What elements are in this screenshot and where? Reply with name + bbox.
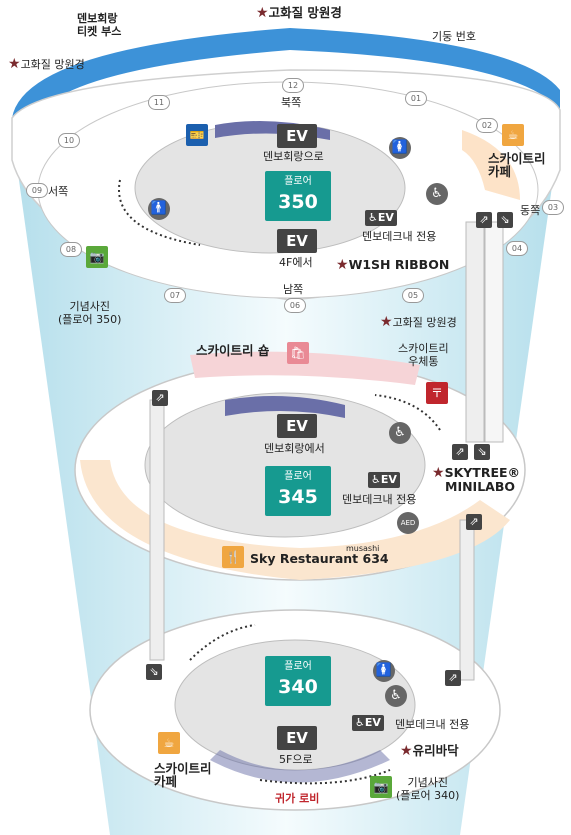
telescope-350-label: ★고화질 망원경: [380, 314, 457, 330]
minilabo-label: ★SKYTREE® MINILABO: [432, 465, 521, 494]
accessible-elevator-icon: ♿EV: [365, 210, 397, 226]
glass-floor-label: ★유리바닥: [400, 743, 459, 759]
telescope-top-label: ★고화질 망원경: [256, 5, 342, 21]
ev-deck-only-label: 덴보데크내 전용: [342, 493, 417, 506]
dir-east: 동쪽: [520, 204, 541, 217]
window-band: [12, 28, 560, 130]
accessible-elevator-icon: ♿EV: [368, 472, 400, 488]
accessible-elevator-icon: ♿EV: [352, 715, 384, 731]
telescope-left-label: ★고화질 망원경: [8, 56, 85, 72]
exit-lobby-label: 귀가 로비: [275, 792, 320, 805]
elevator-icon: EV: [277, 414, 317, 438]
restaurant-sub-label: musashi: [346, 544, 380, 553]
escalator-icon: ⇘: [474, 444, 490, 460]
dir-north: 북쪽: [281, 96, 302, 109]
shop-label: 스카이트리 숍: [196, 343, 270, 358]
pillar-08: 08: [60, 242, 82, 257]
walk-arrow-340b: [259, 769, 391, 785]
pillar-07: 07: [164, 288, 186, 303]
restroom-icon: 🚹: [148, 198, 170, 220]
ev-deck-only-label: 덴보데크내 전용: [362, 230, 437, 243]
ev-to-5f-label: 5F으로: [279, 753, 313, 766]
escalator-icon: ⇗: [445, 670, 461, 686]
camera-icon: 📷: [370, 776, 392, 798]
restroom-icon: 🚺: [389, 137, 411, 159]
restaurant-label: Sky Restaurant 634: [250, 551, 389, 566]
wheelchair-icon: ♿: [426, 183, 448, 205]
ev-from-4f-label: 4F에서: [279, 256, 313, 269]
ev-deck-only-label: 덴보데크내 전용: [395, 718, 470, 731]
restroom-icon: 🚺: [373, 660, 395, 682]
walk-arrow-345: [374, 394, 441, 431]
wheelchair-icon: ♿: [389, 422, 411, 444]
pillar-number-label: 기둥 번호: [432, 30, 476, 43]
cafe-icon: ☕: [502, 124, 524, 146]
elevator-icon: EV: [277, 229, 317, 253]
camera-icon: 📷: [86, 246, 108, 268]
pillar-10: 10: [58, 133, 80, 148]
cafe-icon: ☕: [158, 732, 180, 754]
floor-340-deck: [89, 609, 501, 811]
pillar-02: 02: [476, 118, 498, 133]
ev-from-tembo-label: 덴보회랑에서: [264, 442, 325, 455]
dir-south: 남쪽: [283, 283, 304, 296]
star-icon: ★: [256, 5, 269, 21]
star-icon: ★: [8, 56, 21, 72]
restaurant-icon: 🍴: [222, 546, 244, 568]
aed-icon: AED: [397, 512, 419, 534]
walk-arrow-350: [118, 179, 201, 246]
pillar-05: 05: [402, 288, 424, 303]
pillar-11: 11: [148, 95, 170, 110]
wheelchair-icon: ♿: [385, 685, 407, 707]
escalator-icon: ⇗: [466, 514, 482, 530]
escalator-icon: ⇗: [452, 444, 468, 460]
pillar-09: 09: [26, 183, 48, 198]
pillar-03: 03: [542, 200, 564, 215]
star-icon: ★: [400, 743, 413, 759]
star-icon: ★: [380, 314, 393, 330]
escalator-icon: ⇗: [152, 390, 168, 406]
elevator-icon: EV: [277, 124, 317, 148]
ev-to-tembo-label: 덴보회랑으로: [263, 150, 324, 163]
elevator-icon: EV: [277, 726, 317, 750]
star-icon: ★: [336, 257, 349, 273]
dir-west: 서쪽: [48, 185, 69, 198]
pillar-12: 12: [282, 78, 304, 93]
wish-ribbon-label: ★W1SH RIBBON: [336, 257, 450, 273]
escalator-icon: ⇘: [146, 664, 162, 680]
star-icon: ★: [432, 465, 445, 481]
ticket-booth-icon: 🎫: [186, 124, 208, 146]
escalator-icon: ⇘: [497, 212, 513, 228]
pillar-04: 04: [506, 241, 528, 256]
post-box-icon: 〒: [426, 382, 448, 404]
pillar-06: 06: [284, 298, 306, 313]
shop-bag-icon: 🛍: [287, 342, 309, 364]
pillar-01: 01: [405, 91, 427, 106]
photo-340-label: 기념사진(플로어 340): [396, 776, 460, 802]
photo-350-label: 기념사진(플로어 350): [58, 300, 122, 326]
escalator-icon: ⇗: [476, 212, 492, 228]
